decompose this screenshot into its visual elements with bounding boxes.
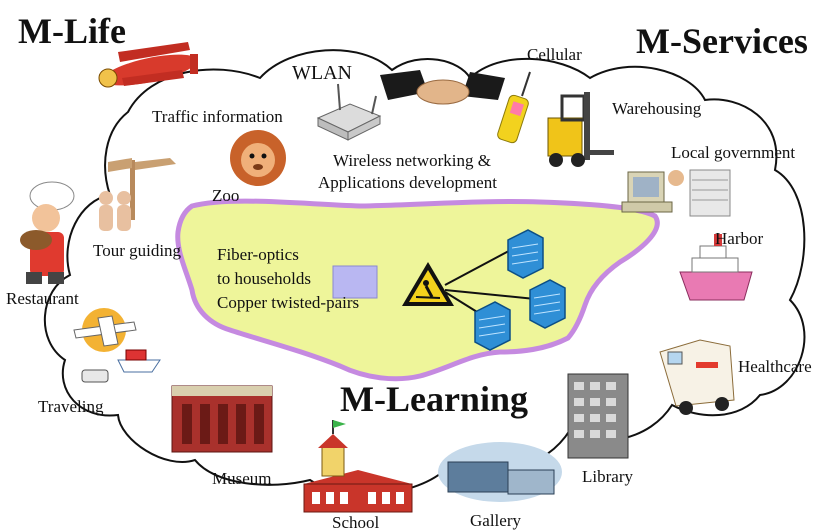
label-warehousing: Warehousing <box>612 99 702 118</box>
title-m-services: M-Services <box>636 21 808 61</box>
label-tour-guiding: Tour guiding <box>93 241 182 260</box>
label-wlan: WLAN <box>292 62 352 84</box>
server-icon-2 <box>529 279 566 329</box>
tour-signpost-icon <box>99 158 176 231</box>
title-m-learning: M-Learning <box>340 379 528 419</box>
ship-icon <box>679 234 753 301</box>
travel-collage-icon <box>73 308 161 383</box>
label-cellular: Cellular <box>527 45 582 64</box>
label-local-government: Local government <box>671 143 796 162</box>
gallery-icon <box>438 442 562 502</box>
lion-icon <box>230 130 286 186</box>
label-traffic-information: Traffic information <box>152 107 283 126</box>
label-zoo: Zoo <box>212 186 240 205</box>
wireless-router-icon <box>316 83 382 141</box>
office-computer-icon <box>621 169 731 217</box>
island-text-fiber: Fiber-optics <box>217 245 299 264</box>
handshake-icon <box>380 70 505 105</box>
library-icon <box>567 373 629 459</box>
label-museum: Museum <box>212 469 272 488</box>
label-wireless-line1: Wireless networking & <box>333 151 491 170</box>
chef-icon <box>20 181 75 284</box>
forklift-icon <box>547 92 614 167</box>
label-library: Library <box>582 467 633 486</box>
label-restaurant: Restaurant <box>6 289 79 308</box>
ambulance-icon <box>659 339 735 415</box>
island-text-copper: Copper twisted-pairs <box>217 293 360 312</box>
label-harbor: Harbor <box>715 229 764 248</box>
cellphone-icon <box>497 71 531 144</box>
label-wireless-line2: Applications development <box>318 173 497 192</box>
label-traveling: Traveling <box>38 397 104 416</box>
school-icon <box>303 420 413 513</box>
server-icon-3 <box>474 301 511 351</box>
airplane-icon <box>98 42 198 88</box>
title-m-life: M-Life <box>18 11 126 51</box>
museum-icon <box>171 385 273 453</box>
label-healthcare: Healthcare <box>738 357 812 376</box>
construction-sign-icon <box>402 262 454 306</box>
cable-box <box>332 265 378 299</box>
server-icon-1 <box>507 229 544 279</box>
island-text-households: to households <box>217 269 311 288</box>
label-gallery: Gallery <box>470 511 521 530</box>
label-school: School <box>332 513 380 532</box>
